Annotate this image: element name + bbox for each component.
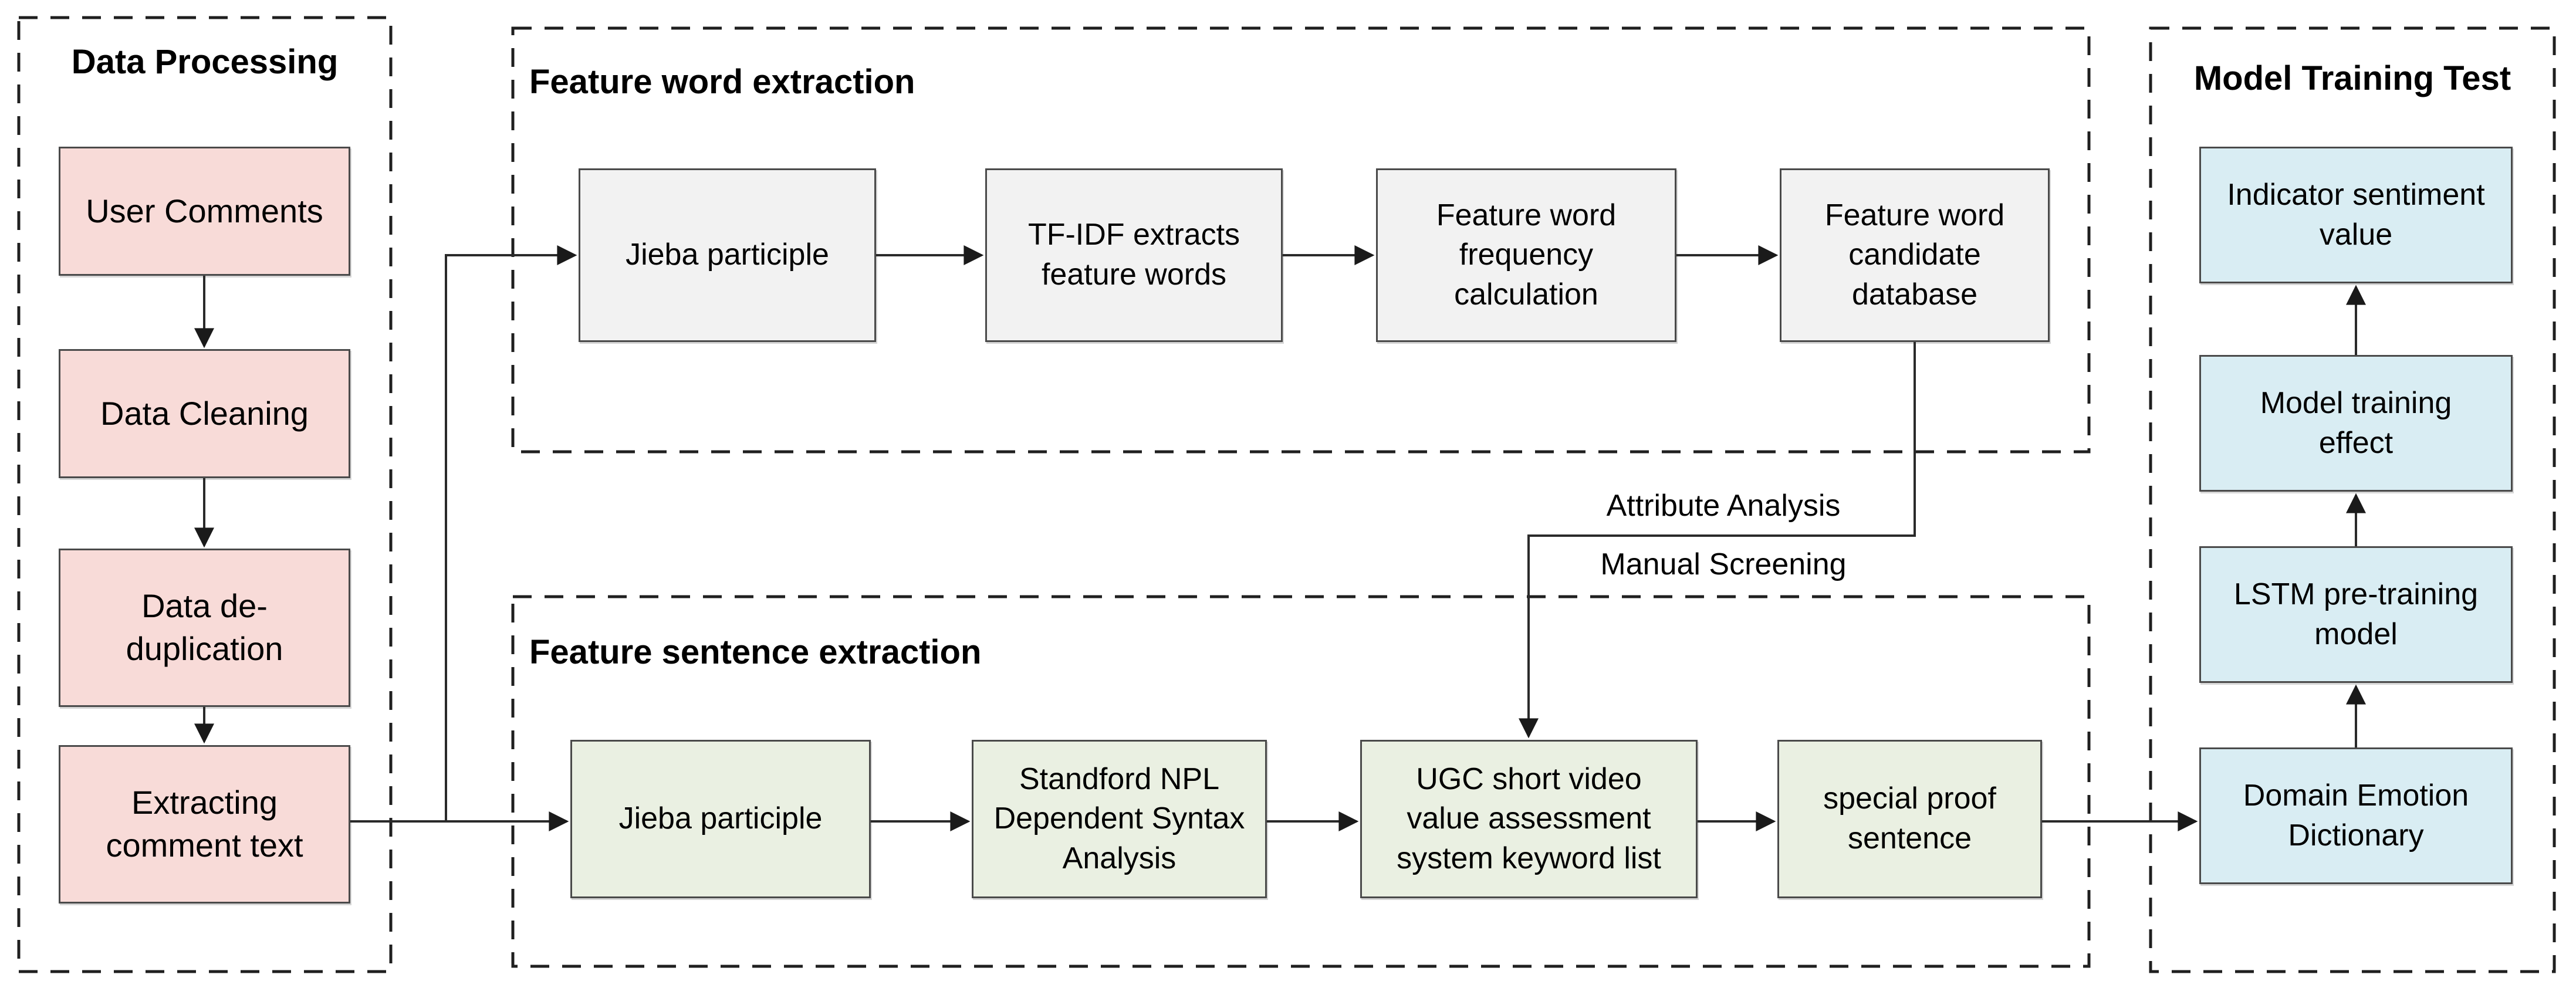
box-data-de-duplication: Data de- duplication — [59, 549, 350, 707]
box-model-training-effect: Model training effect — [2199, 355, 2513, 492]
connector-database-to-ugc — [1519, 342, 1916, 739]
section-title-data-processing: Data Processing — [71, 43, 339, 81]
box-indicator-sentiment-value: Indicator sentiment value — [2199, 147, 2513, 283]
box-domain-emotion-dictionary: Domain Emotion Dictionary — [2199, 747, 2513, 884]
box-standford-npl-dependent-syntax-analysis: Standford NPL Dependent Syntax Analysis — [972, 740, 1267, 898]
box-lstm-pre-training-model: LSTM pre-training model — [2199, 546, 2513, 683]
label-manual-screening: Manual Screening — [1600, 547, 1847, 581]
section-title-feature-word-extraction: Feature word extraction — [529, 63, 915, 101]
section-title-model-training-test: Model Training Test — [2193, 59, 2511, 97]
box-jieba-participle-sentence: Jieba participle — [570, 740, 871, 898]
box-tf-idf-extracts-feature-words: TF-IDF extracts feature words — [985, 168, 1283, 342]
box-user-comments: User Comments — [59, 147, 350, 276]
box-ugc-short-video-keyword-list: UGC short video value assessment system … — [1360, 740, 1698, 898]
box-feature-word-frequency-calculation: Feature word frequency calculation — [1376, 168, 1676, 342]
arrow-extracting-to-jieba-word — [350, 245, 577, 823]
section-title-feature-sentence-extraction: Feature sentence extraction — [529, 633, 982, 671]
box-special-proof-sentence: special proof sentence — [1777, 740, 2042, 898]
box-feature-word-candidate-database: Feature word candidate database — [1780, 168, 2050, 342]
box-extracting-comment-text: Extracting comment text — [59, 745, 350, 904]
box-data-cleaning: Data Cleaning — [59, 349, 350, 478]
label-attribute-analysis: Attribute Analysis — [1606, 489, 1841, 523]
box-jieba-participle-word: Jieba participle — [579, 168, 876, 342]
